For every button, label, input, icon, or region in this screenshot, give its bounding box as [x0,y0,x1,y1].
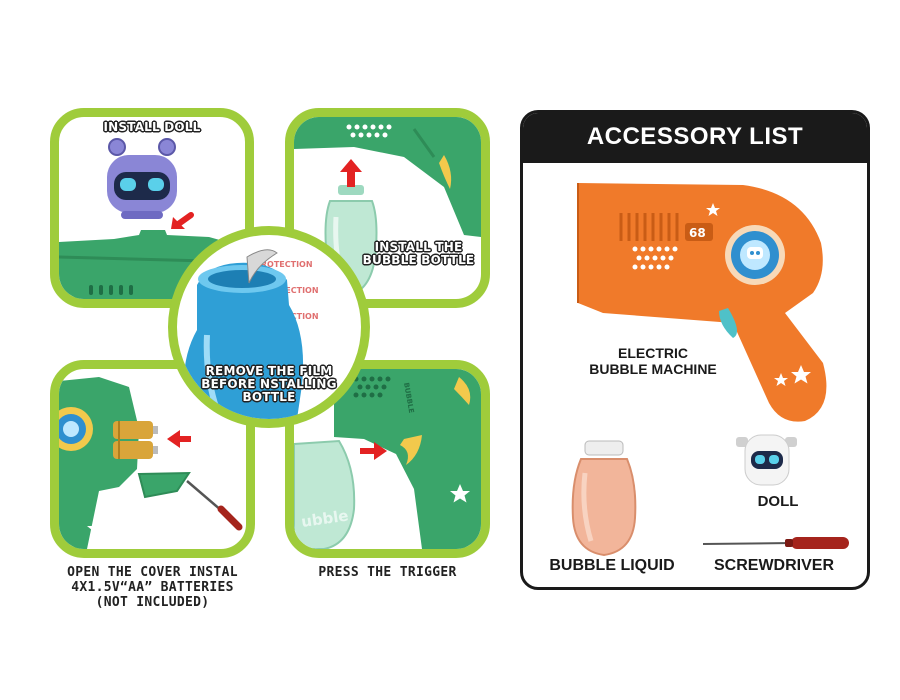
step-batteries-caption-line-3: (NOT INCLUDED) [95,595,210,610]
trigger-icon [400,435,422,465]
arrow-icon [167,430,191,448]
accessory-label-line: ELECTRIC [618,345,688,361]
film-text: PROTECTION [255,260,313,269]
bubble-counter-text: 68 [689,226,706,240]
doll-icon [107,138,177,219]
bubble-bottle-icon: ubble [294,439,356,549]
film-text: PROTECTION [261,286,319,295]
battery-icon [113,421,158,459]
trigger-illustration: BUBBLE ubble [294,369,481,549]
accessory-label-line: BUBBLE MACHINE [589,361,717,377]
step-batteries-caption-line-1: OPEN THE COVER INSTAL [67,565,238,580]
accessory-electric-bubble-machine-label: ELECTRIC BUBBLE MACHINE [553,345,753,377]
step-trigger-caption: PRESS THE TRIGGER [318,565,457,580]
accessory-list-title: ACCESSORY LIST [586,123,804,150]
step-batteries-caption-line-2: 4X1.5V“AA” BATTERIES [71,580,234,595]
arrow-icon [360,442,387,460]
accessory-screwdriver-label: SCREWDRIVER [713,557,834,574]
step-batteries-caption: OPEN THE COVER INSTAL 4X1.5V“AA” BATTERI… [40,565,265,610]
remove-film-illustration: PROTECTION PROTECTION PROTECTION [183,249,319,419]
bubble-liquid-icon [571,440,637,557]
step-install-bottle-label: INSTALL THE BUBBLE BOTTLE [362,240,475,267]
step-install-doll-panel: INSTALL DOLL [50,108,254,308]
electric-bubble-machine-icon: 68 [577,183,827,422]
arrow-icon [171,212,194,229]
step-remove-film-label: REMOVE THE FILM BEFORE NSTALLING BOTTLE [201,364,337,404]
screwdriver-icon [186,480,243,531]
accessory-illustrations: 68 [571,183,849,557]
step-install-doll-label: INSTALL DOLL [103,120,201,134]
accessory-doll-label: DOLL [757,493,799,510]
screwdriver-icon [702,537,849,549]
accessory-list-header [523,113,867,163]
accessory-bubble-liquid-label: BUBBLE LIQUID [549,557,675,574]
doll-icon [736,434,797,486]
accessory-list-box: ACCESSORY LIST 68 [520,110,870,590]
batteries-illustration [59,377,243,549]
arrow-icon [340,159,362,187]
step-remove-film-circle: PROTECTION PROTECTION PROTECTION REMOVE … [168,226,370,428]
